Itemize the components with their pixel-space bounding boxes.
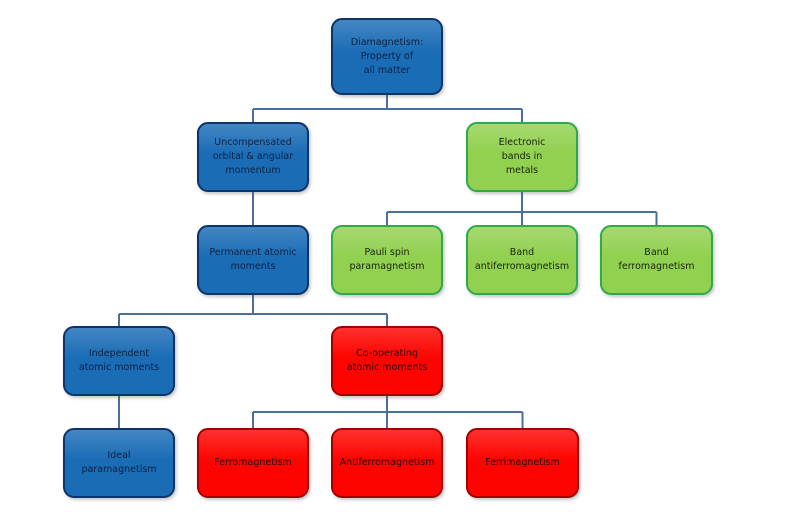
node-label-line: atomic moments [346, 362, 428, 373]
node-label-line: Ideal [107, 450, 131, 461]
node-label-line: momentum [225, 165, 281, 176]
node-label-line: bands in [501, 151, 543, 162]
connector-cooperating-moments [252, 396, 524, 428]
node-pauli-spin-paramagnetism: Pauli spin paramagnetism [331, 225, 443, 295]
node-uncompensated-momentum: Uncompensated orbital & angular momentum [197, 122, 309, 192]
node-label-line: Band [509, 247, 535, 258]
node-ferrimagnetism: Ferrimagnetism [466, 428, 579, 498]
node-label-line: all matter [363, 64, 411, 76]
node-label-line: paramagnetism [349, 261, 425, 272]
node-label-line: metals [505, 165, 539, 176]
node-ideal-paramagnetism: Ideal paramagnetism [63, 428, 175, 498]
node-band-antiferromagnetism: Band antiferromagnetism [466, 225, 578, 295]
node-electronic-bands: Electronic bands in metals [466, 122, 578, 192]
connector-permanent-atomic-moments [118, 295, 388, 326]
node-diamagnetism: Diamagnetism: Property of all matter [331, 18, 443, 95]
node-label-line: Diamagnetism: [350, 36, 424, 48]
connector-diamagnetism [252, 95, 523, 122]
node-cooperating-moments: Co-operating atomic moments [331, 326, 443, 396]
node-label-line: Band [644, 247, 669, 258]
connector-electronic-bands [386, 192, 658, 225]
node-label-line: Property of [360, 50, 414, 62]
node-permanent-atomic-moments: Permanent atomic moments [197, 225, 309, 295]
node-label-line: ferromagnetism [618, 261, 695, 272]
node-label-line: moments [230, 261, 276, 272]
node-label-line: paramagnetism [81, 464, 157, 475]
node-label-line: Uncompensated [214, 137, 292, 148]
node-band-ferromagnetism: Band ferromagnetism [600, 225, 713, 295]
node-label-line: Co-operating [355, 348, 419, 359]
node-label-line: orbital & angular [212, 151, 294, 162]
node-label-line: Antiferromagnetism [339, 457, 435, 468]
node-antiferromagnetism: Antiferromagnetism [331, 428, 443, 498]
node-independent-moments: Independent atomic moments [63, 326, 175, 396]
node-label-line: Pauli spin [364, 247, 410, 258]
node-label-line: Ferromagnetism [214, 457, 292, 468]
node-label-line: antiferromagnetism [474, 261, 570, 272]
node-ferromagnetism: Ferromagnetism [197, 428, 309, 498]
node-label-line: Independent [88, 348, 150, 359]
node-label-line: Electronic [498, 137, 546, 148]
node-label-line: Permanent atomic [209, 247, 297, 258]
node-label-line: Ferrimagnetism [485, 457, 560, 468]
node-label-line: atomic moments [78, 362, 160, 373]
